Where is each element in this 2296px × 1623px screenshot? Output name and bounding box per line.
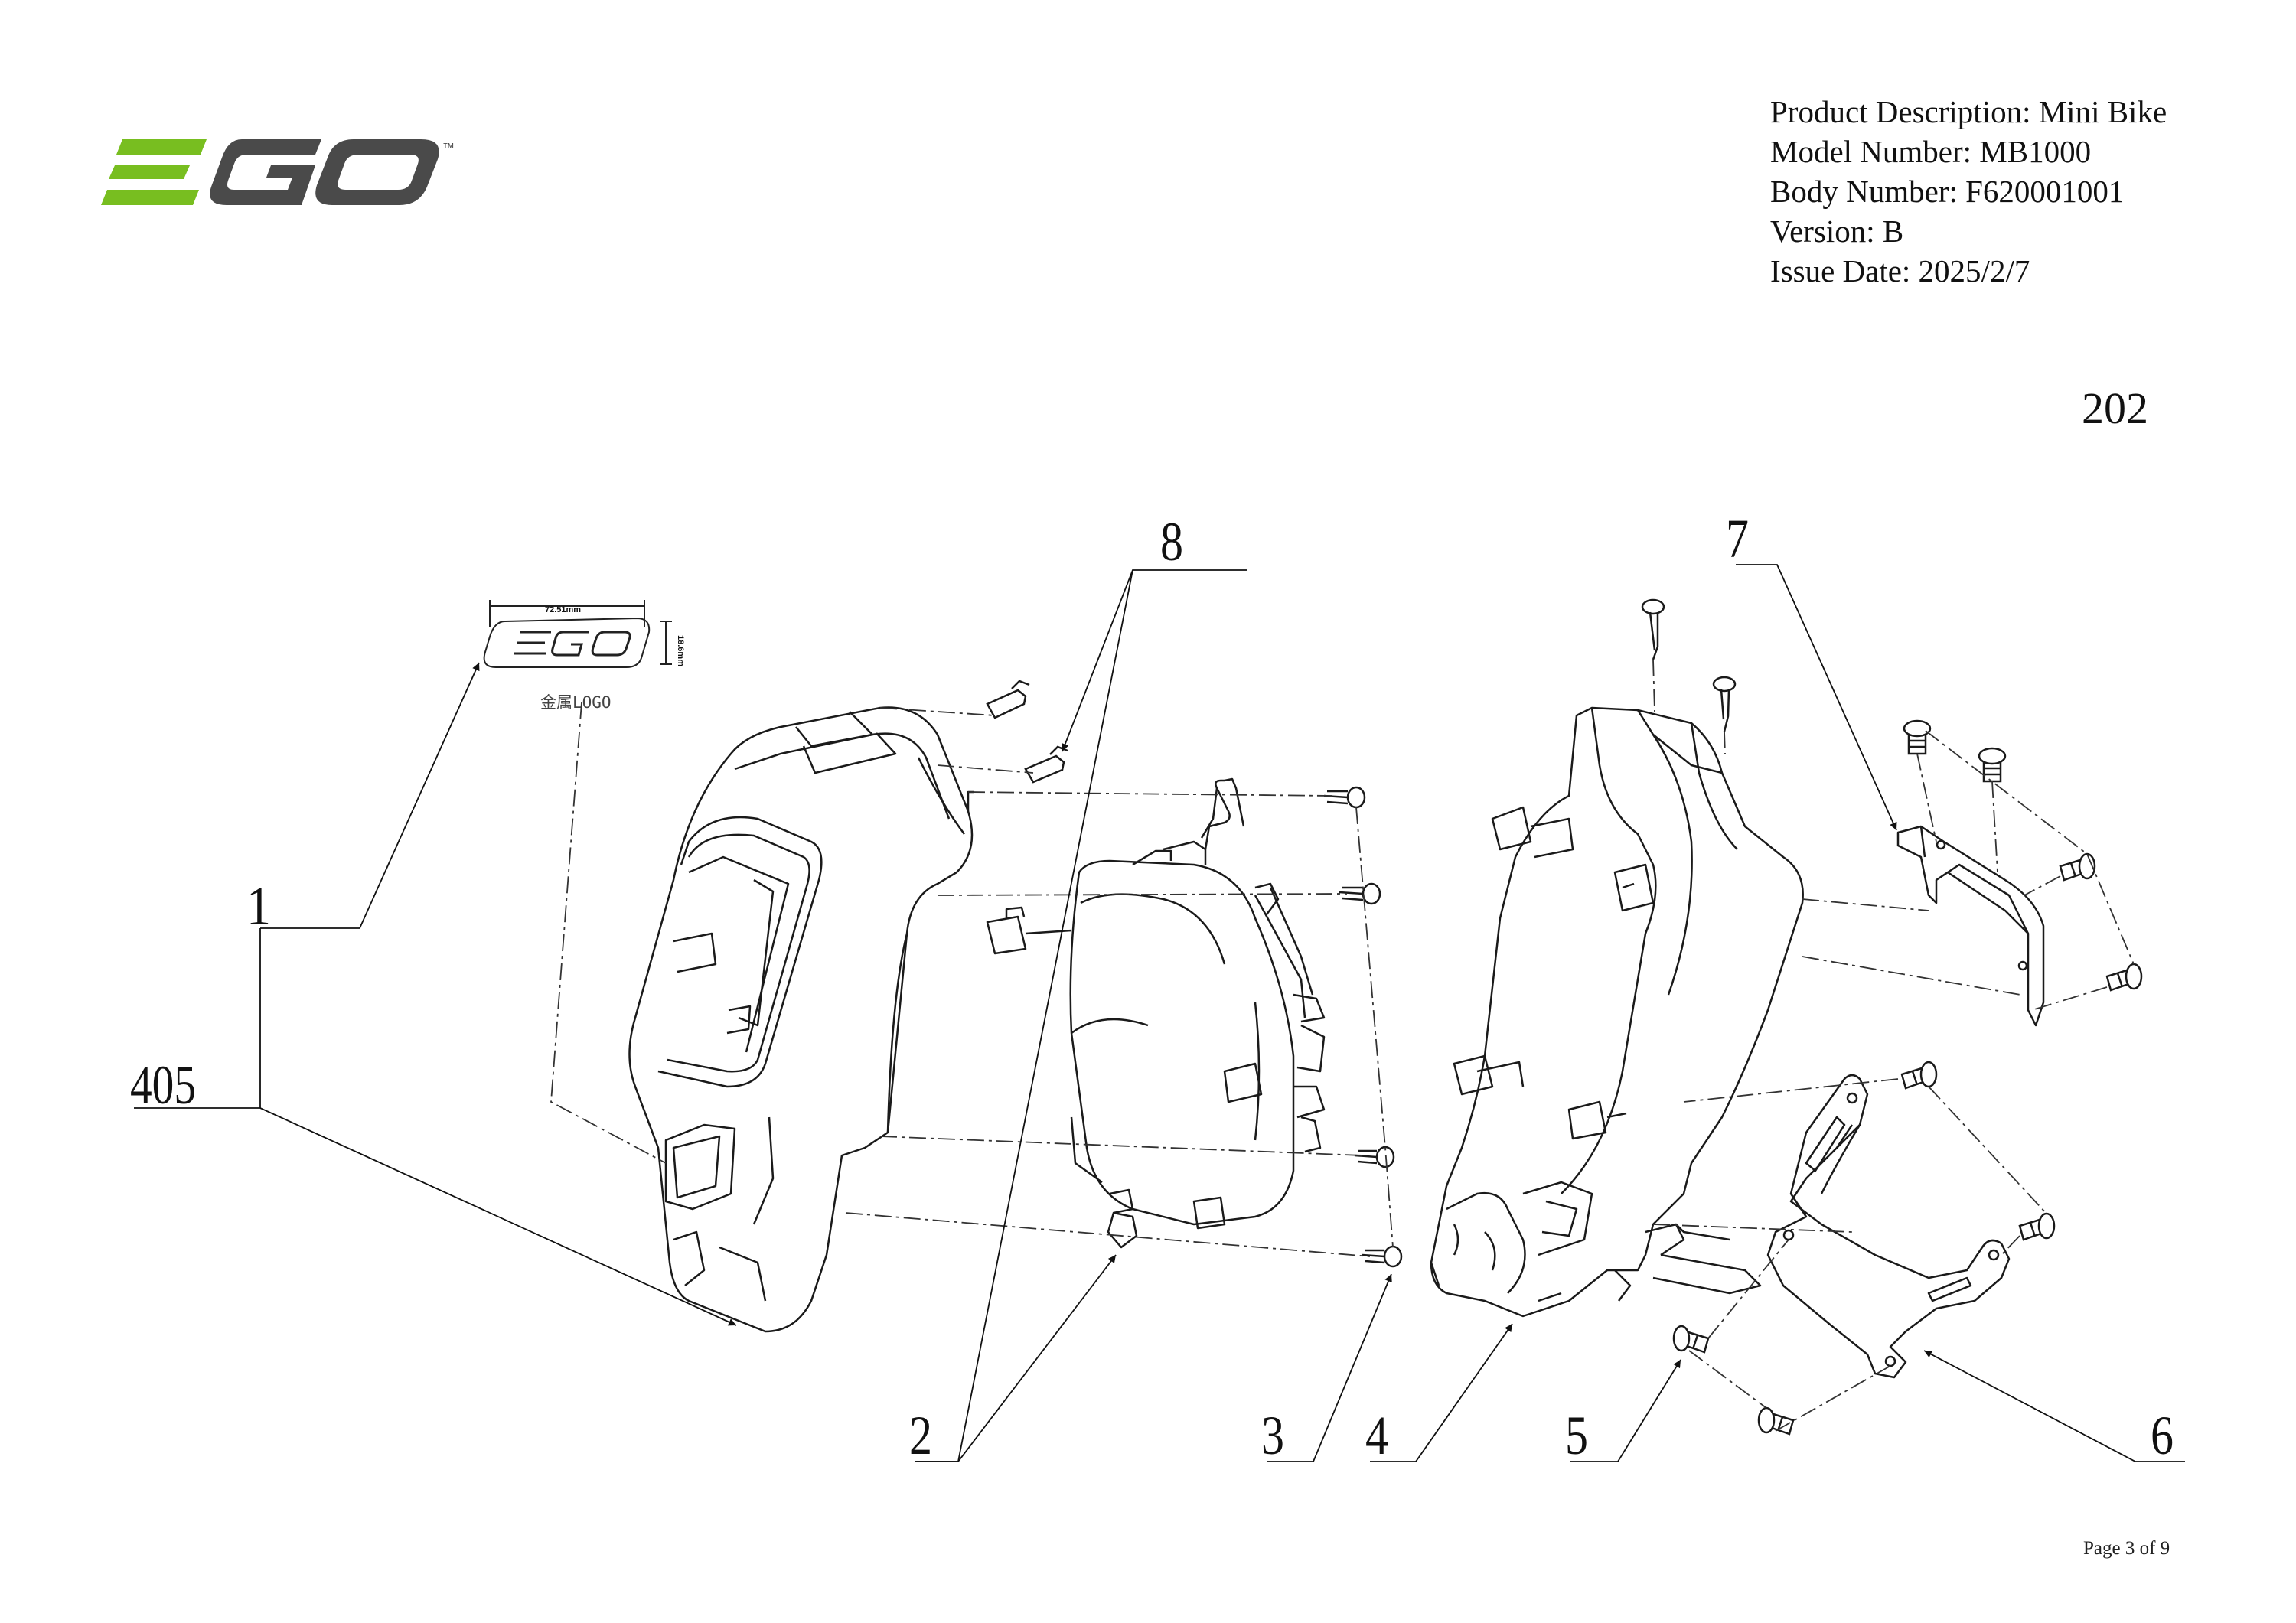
screw <box>1900 1061 1938 1090</box>
callout-3: 3 <box>1261 1405 1284 1466</box>
screw <box>2059 852 2096 882</box>
logo-o <box>315 139 439 205</box>
screw <box>1978 747 2007 783</box>
headlight-assembly <box>986 777 1326 1249</box>
callout-1: 1 <box>246 875 271 937</box>
version: Version: B <box>1770 213 1904 249</box>
ego-logo: ™ <box>101 139 455 205</box>
badge-width-dimension: 72.51mm <box>545 605 581 614</box>
screw <box>1903 719 1932 755</box>
alignment-lines <box>550 659 2135 1432</box>
screw <box>1339 882 1381 905</box>
reference-number: 202 <box>2082 383 2148 433</box>
screws-3 <box>1323 786 1403 1268</box>
logo-e-bars <box>101 139 207 205</box>
callout-7: 7 <box>1726 508 1749 569</box>
mounting-plate-6 <box>1766 1074 2011 1379</box>
screw <box>1354 1146 1395 1168</box>
rear-housing <box>1430 706 1804 1318</box>
bracket-7 <box>1896 825 2045 1027</box>
logo-g <box>210 139 321 205</box>
screw <box>1323 786 1366 809</box>
page-number: Page 3 of 9 <box>2083 1538 2170 1559</box>
badge-height-dimension: 18.6mm <box>676 635 685 666</box>
product-description: Product Description: Mini Bike <box>1770 94 2167 129</box>
screw <box>2105 963 2143 992</box>
logo-trademark: ™ <box>442 142 455 155</box>
model-number: Model Number: MB1000 <box>1770 134 2092 169</box>
leader-lines <box>134 564 2185 1462</box>
body-number: Body Number: F620001001 <box>1770 174 2125 209</box>
callout-2: 2 <box>909 1405 932 1466</box>
screw <box>2018 1212 2056 1241</box>
badge-ego-outline <box>514 631 631 657</box>
screw <box>1672 1325 1710 1354</box>
callout-5: 5 <box>1565 1405 1588 1466</box>
product-info-block: Product Description: Mini Bike Model Num… <box>1770 92 2167 291</box>
metal-logo-badge: 72.51mm 18.6mm <box>483 600 685 668</box>
callout-4: 4 <box>1365 1405 1388 1466</box>
issue-date: Issue Date: 2025/2/7 <box>1770 253 2030 288</box>
screws-7 <box>1903 719 2143 992</box>
front-cover <box>628 706 974 1333</box>
callout-405: 405 <box>130 1054 196 1116</box>
callout-8: 8 <box>1160 511 1183 572</box>
top-screws <box>1641 598 1737 732</box>
metal-logo-note: 金属LOGO <box>540 693 612 712</box>
clips <box>986 680 1068 784</box>
callout-6: 6 <box>2151 1405 2174 1466</box>
